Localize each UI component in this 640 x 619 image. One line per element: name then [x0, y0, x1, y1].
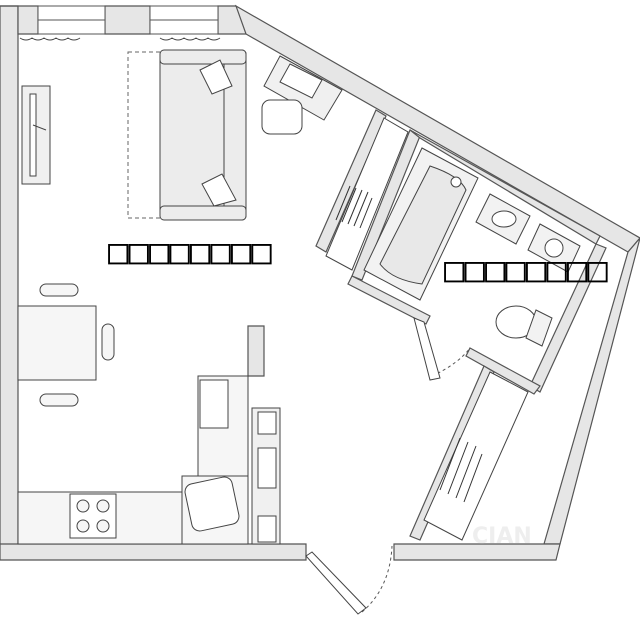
bathroom-label: □□□□□□□□ — [444, 250, 608, 290]
wall-left — [0, 5, 19, 549]
tv-unit — [21, 85, 51, 185]
curtain-left — [19, 37, 81, 41]
wall-closet-top — [315, 109, 387, 253]
desk — [261, 55, 343, 135]
wall-bath-right — [529, 243, 607, 393]
wall-top — [104, 5, 151, 35]
entry-door-arc — [361, 545, 393, 613]
curtain-right — [159, 37, 221, 41]
toilet — [495, 305, 553, 347]
watermark: CIAN — [472, 524, 532, 549]
closet-lower — [423, 371, 529, 541]
washer — [527, 223, 581, 273]
wall-top-left — [0, 5, 39, 35]
wall-bath-bottom — [347, 275, 431, 325]
sink-bath — [475, 193, 531, 245]
kitchen — [17, 375, 281, 545]
wall-bottom-left — [0, 543, 307, 561]
dining-table — [17, 283, 115, 407]
wall-corridor — [465, 347, 541, 395]
living-room-label: □□□□□□□□ — [108, 232, 272, 272]
closet-upper — [325, 117, 409, 271]
wall-bottom-right — [393, 543, 561, 561]
bath-door — [413, 317, 441, 381]
sofa — [159, 49, 247, 221]
bath-door-arc — [431, 347, 471, 377]
bathtub — [363, 147, 479, 301]
entry-door — [305, 551, 367, 615]
wall-kitchen — [247, 325, 265, 377]
